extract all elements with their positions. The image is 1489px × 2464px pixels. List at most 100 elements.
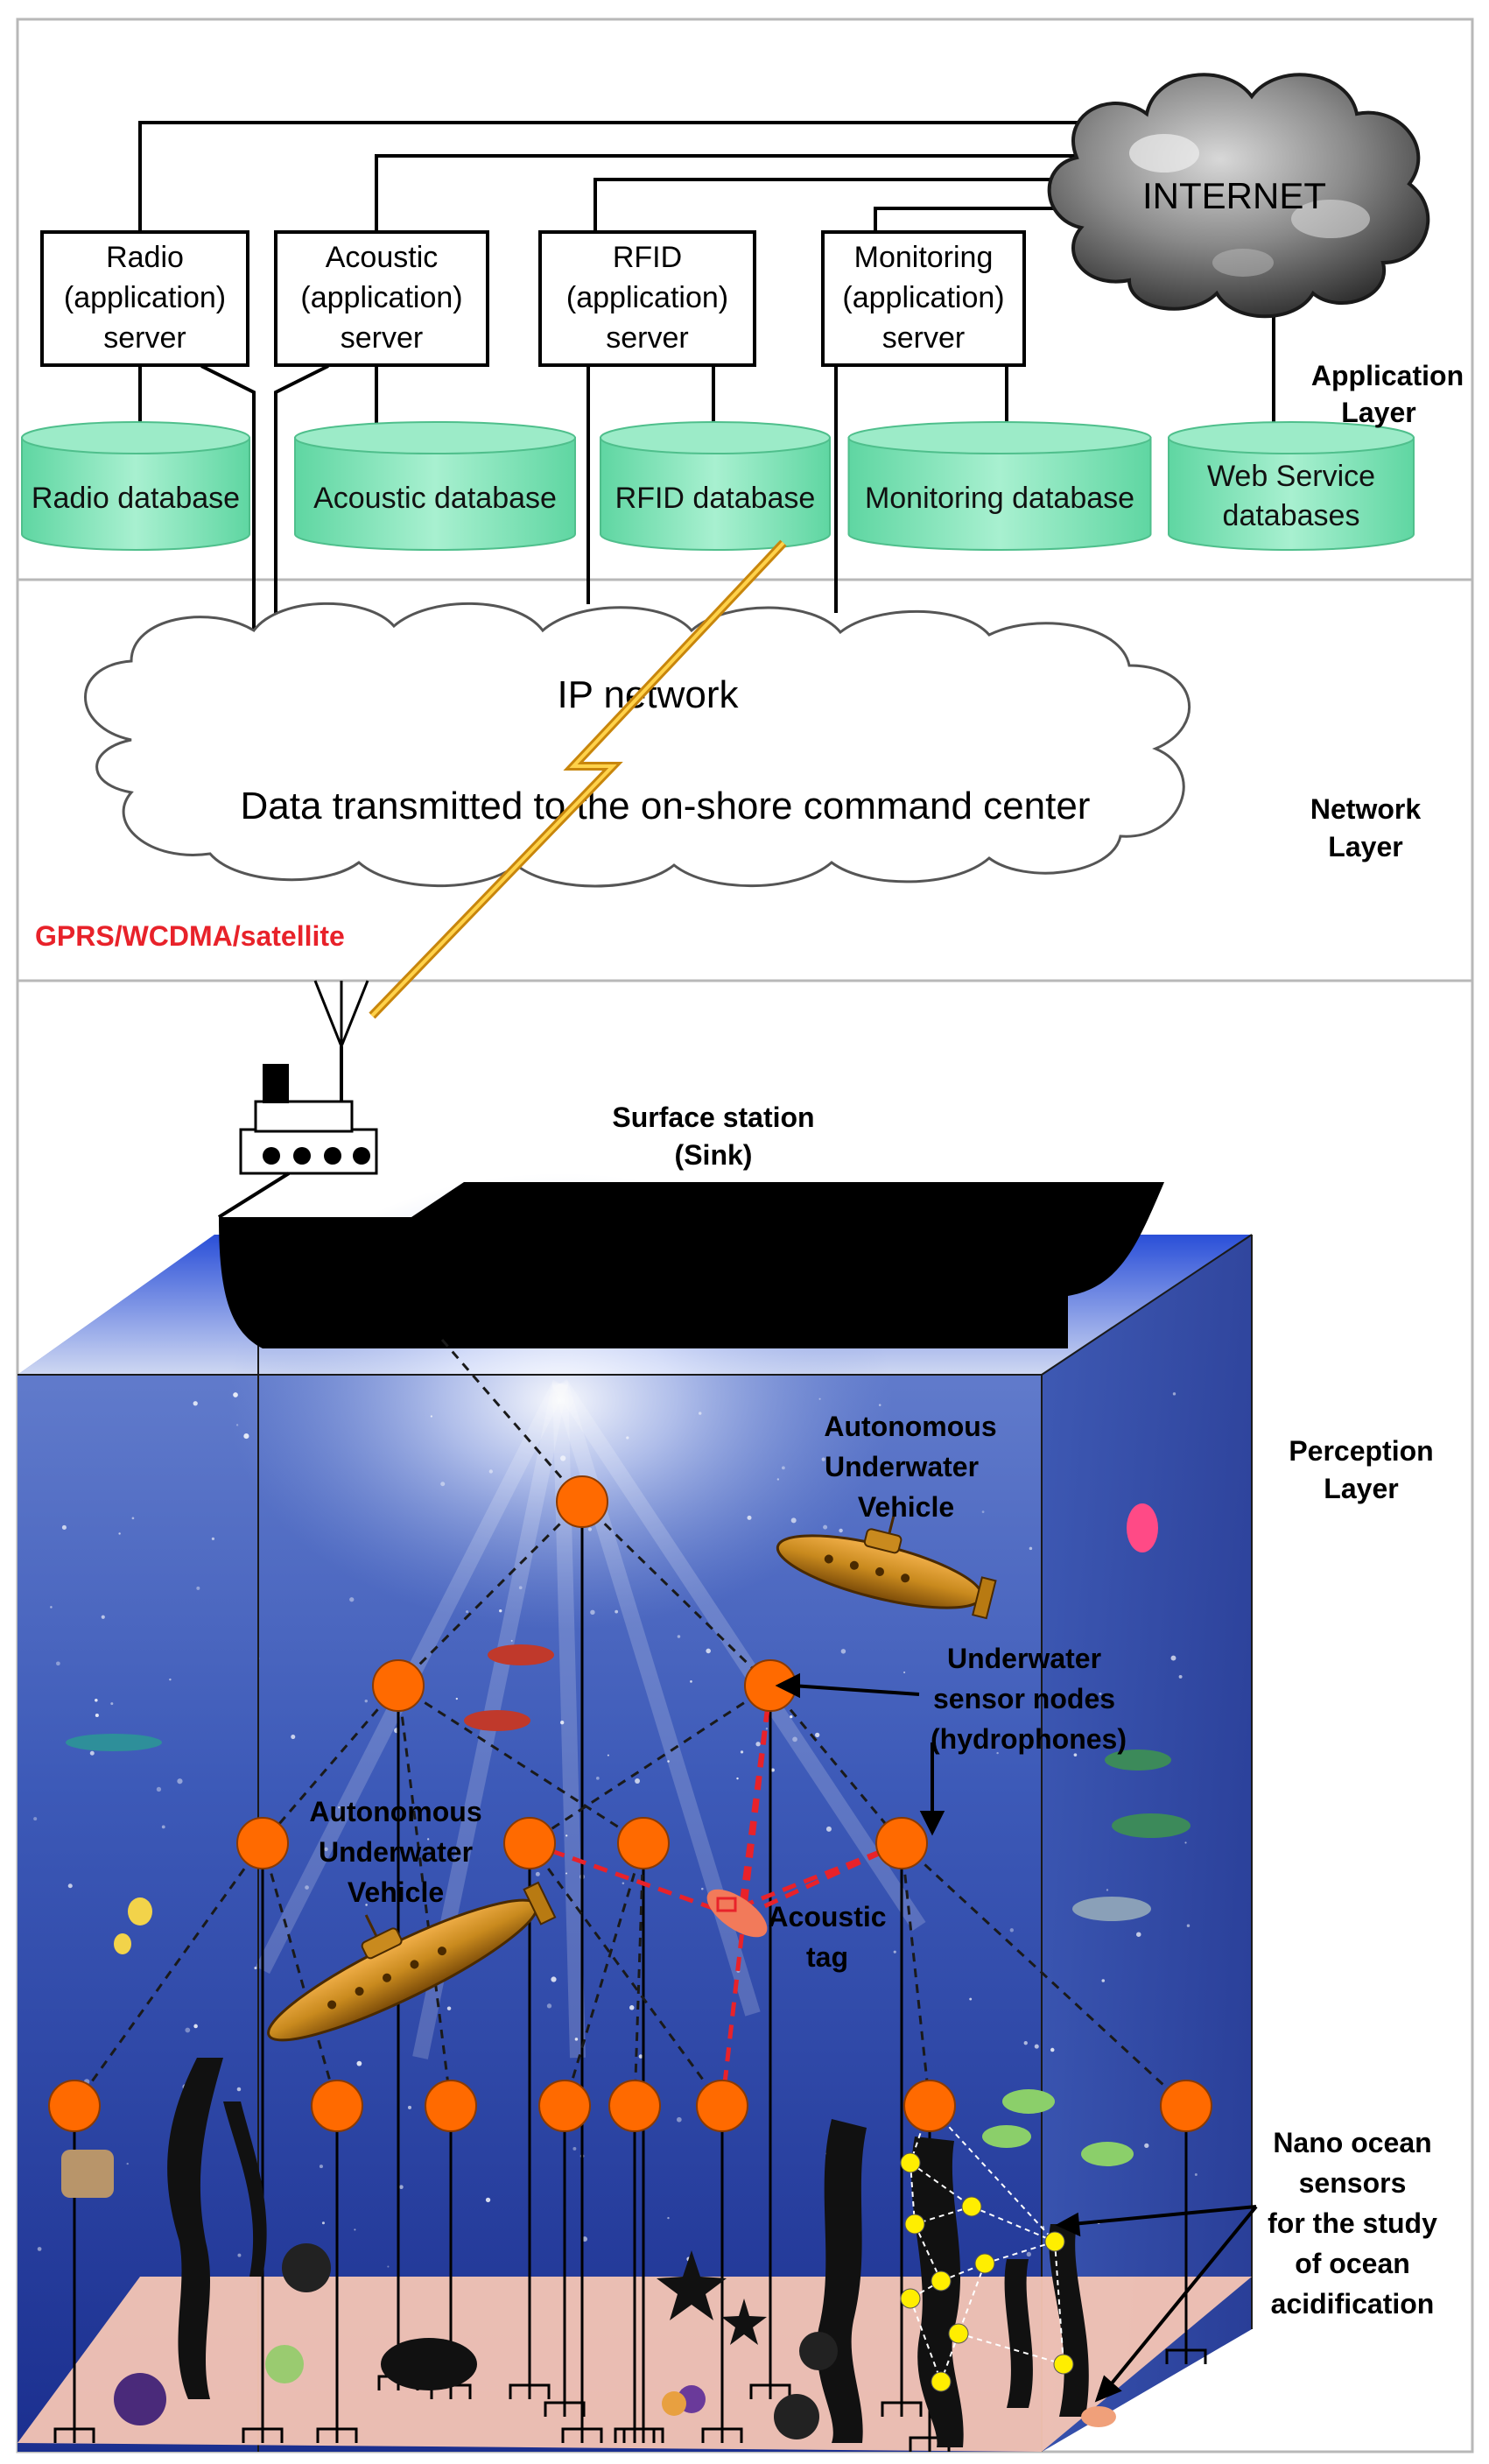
node-anchor: [561, 2427, 603, 2443]
acoustic-tag-label-2: tag: [806, 1941, 848, 1973]
antenna-icon: [313, 980, 369, 1047]
dashed-link: [397, 1684, 644, 1845]
water-particle: [305, 1885, 309, 1890]
dashed-link: [528, 1842, 724, 2107]
sea-urchin-icon: [774, 2394, 819, 2439]
database-label: Web Service: [1207, 460, 1375, 493]
water-particle: [615, 1609, 619, 1614]
water-particle: [466, 1610, 469, 1614]
database-cylinder: Monitoring database: [847, 421, 1152, 551]
water-particle: [1170, 1655, 1176, 1661]
water-particle: [770, 1768, 775, 1772]
ip-network-title: IP network: [557, 673, 739, 716]
dashed-link: [261, 1842, 339, 2107]
sensor-node: [556, 1475, 608, 1528]
auv-top-label-2: Underwater: [825, 1451, 979, 1482]
water-particle: [1034, 2044, 1039, 2049]
water-particle: [815, 1732, 820, 1738]
water-particle: [574, 2038, 579, 2041]
node-anchor: [53, 2427, 95, 2443]
nano-link: [958, 2263, 986, 2334]
water-particle: [177, 1778, 183, 1785]
water-particle: [50, 1606, 53, 1609]
water-particle: [321, 2221, 325, 2225]
server-label: Monitoring: [854, 241, 994, 274]
water-particle: [638, 2054, 643, 2059]
water-particle: [667, 2216, 670, 2220]
water-particle: [338, 1806, 341, 1809]
auv-left-label-1: Autonomous: [309, 1796, 481, 1827]
water-particle: [587, 1527, 593, 1531]
water-particle: [126, 2162, 129, 2165]
nano-link: [910, 2162, 973, 2207]
internet-links: [138, 121, 1275, 468]
water-particle: [1184, 1841, 1187, 1844]
sensor-node: [48, 2080, 101, 2132]
acoustic-link: [720, 1685, 773, 2107]
water-particle: [161, 1825, 165, 1829]
database-label: Monitoring database: [865, 482, 1134, 515]
nano-sensor: [931, 2371, 952, 2392]
seaweed-left: [167, 2058, 267, 2399]
fish-icon: [1002, 2089, 1055, 2114]
sensor-node: [425, 2080, 477, 2132]
water-particle: [518, 1586, 523, 1590]
coral-icon: [61, 2150, 114, 2198]
dashed-link: [900, 1841, 1188, 2108]
water-particle: [701, 1887, 704, 1890]
ip-network-cloud: [84, 602, 1190, 888]
fish-icon: [1081, 2142, 1134, 2166]
water-particle: [356, 2060, 362, 2066]
server-label: server: [341, 321, 423, 355]
dashed-link: [900, 1842, 931, 2107]
network-layer-label-2: Layer: [1328, 831, 1402, 862]
nano-sensors-label: Nano ocean sensors for the study of ocea…: [1268, 2127, 1437, 2320]
water-particle: [254, 1967, 257, 1970]
water-particle: [821, 1457, 825, 1461]
node-anchor: [749, 2383, 791, 2399]
water-particle: [324, 1847, 328, 1852]
water-particle: [440, 1482, 446, 1487]
water-particle: [101, 1615, 105, 1619]
dashed-link: [397, 1500, 584, 1687]
application-layer-label-2: Layer: [1341, 397, 1415, 428]
water-particle: [319, 2165, 323, 2169]
water-particle: [1101, 1979, 1106, 1982]
water-particle: [676, 2116, 682, 2123]
node-anchor: [242, 2427, 284, 2443]
water-particle: [237, 2253, 242, 2257]
auv-left-label: Autonomous Underwater Vehicle: [309, 1796, 481, 1908]
nano-link: [984, 2241, 1056, 2264]
annotation-arrows: [775, 1672, 1258, 2403]
water-particle: [782, 1466, 785, 1470]
water-particle: [1194, 2172, 1198, 2176]
server-label: Acoustic: [326, 241, 439, 274]
server-label: Radio: [106, 241, 184, 274]
water-particle: [364, 1699, 368, 1703]
node-anchor: [701, 2427, 743, 2443]
water-particle: [131, 1517, 135, 1520]
application-servers: Radio(application)serverAcoustic(applica…: [40, 230, 1026, 367]
water-particle: [446, 2006, 452, 2010]
wireless-link-lightning: [369, 539, 787, 1019]
water-particle: [95, 1699, 98, 1702]
nano-sensor: [974, 2253, 995, 2274]
water-particle: [818, 1397, 821, 1400]
water-particle: [243, 1433, 249, 1440]
water-particle: [699, 1412, 702, 1415]
sensor-nodes-label-2: sensor nodes: [933, 1683, 1115, 1714]
node-anchor: [881, 2401, 923, 2417]
nano-link: [958, 2333, 1064, 2365]
fish-icon: [66, 1734, 162, 1751]
internet-cloud: [1047, 73, 1430, 319]
water-particle: [551, 1976, 557, 1982]
server-label: server: [103, 321, 186, 355]
shell-icon: [662, 2391, 686, 2416]
fish-icon: [982, 2125, 1031, 2148]
water-particle: [535, 1871, 540, 1876]
server-label: server: [882, 321, 965, 355]
server-label: (application): [64, 281, 226, 314]
water-particle: [1029, 1546, 1033, 1551]
water-particle: [510, 1639, 513, 1642]
